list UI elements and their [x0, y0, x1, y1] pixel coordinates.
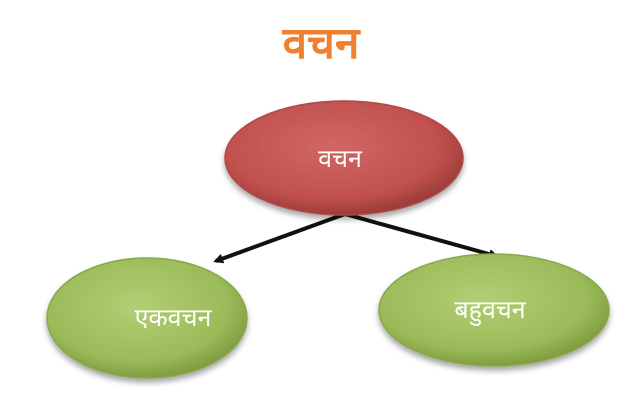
left-node [46, 257, 248, 379]
arrow-to-bahuvachan [344, 212, 499, 259]
root-node-label: वचन [318, 144, 363, 173]
root-node [224, 100, 464, 216]
arrow-to-ekvachan [213, 212, 346, 264]
right-node [378, 253, 610, 367]
left-node-label: एकवचन [135, 303, 213, 332]
right-node-label: बहुवचन [454, 295, 526, 326]
diagram-title: वचन [282, 18, 360, 69]
